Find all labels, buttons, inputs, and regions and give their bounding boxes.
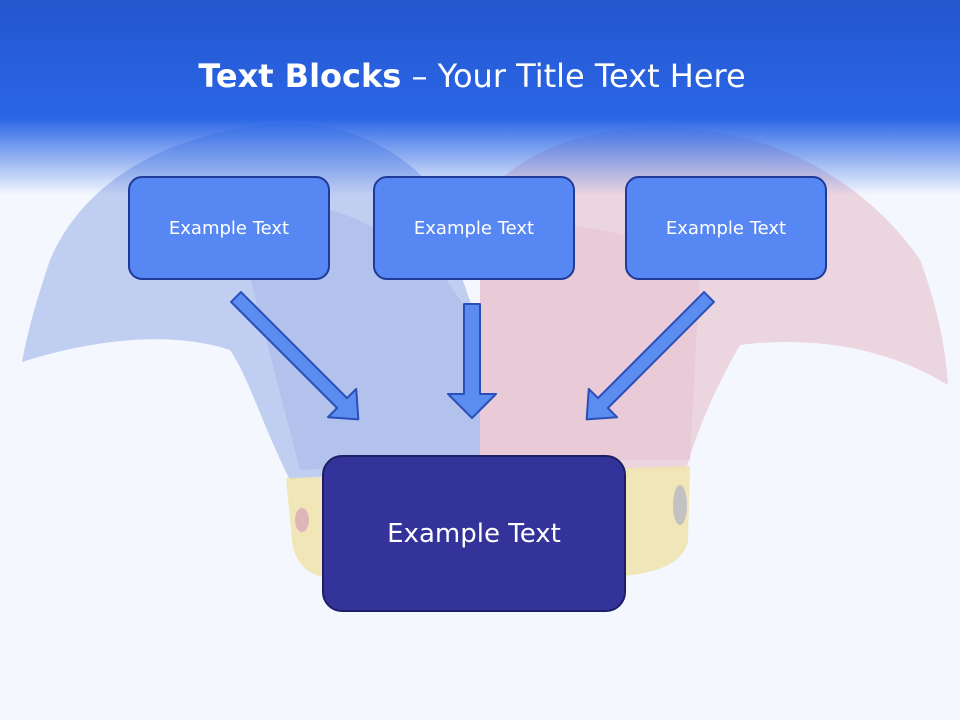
text-block-2-label: Example Text xyxy=(413,217,535,239)
left-diagonal-arrow xyxy=(230,291,360,421)
text-block-1: Example Text xyxy=(128,176,330,280)
text-block-2: Example Text xyxy=(373,176,575,280)
center-down-arrow xyxy=(447,303,497,419)
right-diagonal-arrow xyxy=(585,291,715,421)
text-block-1-label: Example Text xyxy=(168,217,290,239)
summary-text-block: Example Text xyxy=(322,455,626,612)
summary-text-block-label: Example Text xyxy=(387,518,561,549)
title-bold-part: Text Blocks xyxy=(198,57,402,95)
title-rest: Your Title Text Here xyxy=(437,57,746,95)
text-block-3: Example Text xyxy=(625,176,827,280)
title-dash: – xyxy=(401,57,438,95)
slide-title: Text Blocks – Your Title Text Here xyxy=(0,52,944,100)
header-band xyxy=(0,0,960,200)
text-block-3-label: Example Text xyxy=(665,217,787,239)
